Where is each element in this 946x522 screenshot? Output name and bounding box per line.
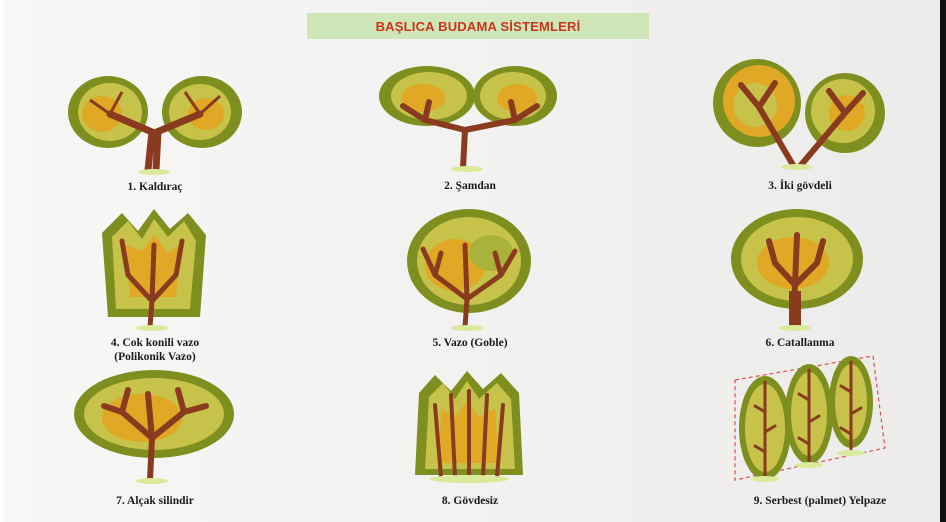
- system-4-label-line1: 4. Cok konili vazo: [111, 337, 199, 349]
- system-9: [675, 352, 925, 488]
- page-right-edge: [940, 0, 946, 522]
- branching-tree-icon: [675, 205, 925, 333]
- trunkless-tree-icon: [345, 365, 595, 487]
- system-7: [30, 368, 280, 486]
- page-title-text: BAŞLICA BUDAMA SİSTEMLERİ: [376, 19, 581, 34]
- system-2-label: 2. Şamdan: [350, 179, 590, 193]
- system-3-label: 3. İki gövdeli: [680, 179, 920, 193]
- two-crown-lever-tree-icon: [30, 62, 280, 177]
- system-8-label: 8. Gövdesiz: [350, 494, 590, 508]
- two-trunk-tree-icon: [675, 55, 925, 173]
- system-5-label: 5. Vazo (Goble): [350, 336, 590, 350]
- system-6: [675, 205, 925, 333]
- system-2: [345, 58, 595, 173]
- free-palmette-fan-tree-icon: [675, 352, 925, 488]
- system-5: [345, 205, 595, 333]
- system-4-label: 4. Cok konili vazo (Polikonik Vazo): [35, 336, 275, 364]
- vase-goblet-tree-icon: [345, 205, 595, 333]
- system-3: [675, 55, 925, 173]
- system-1-label: 1. Kaldıraç: [35, 180, 275, 194]
- system-6-label: 6. Catallanma: [680, 336, 920, 350]
- page-title: BAŞLICA BUDAMA SİSTEMLERİ: [307, 13, 649, 39]
- system-9-label: 9. Serbest (palmet) Yelpaze: [700, 494, 940, 508]
- multi-cone-vase-tree-icon: [30, 205, 280, 333]
- system-7-label: 7. Alçak silindir: [35, 494, 275, 508]
- system-4: [30, 205, 280, 333]
- low-cylinder-tree-icon: [30, 368, 280, 486]
- system-4-label-line2: (Polikonik Vazo): [114, 351, 195, 363]
- system-8: [345, 365, 595, 487]
- system-1: [30, 62, 280, 177]
- page-left-edge: [0, 0, 4, 522]
- candelabra-tree-icon: [345, 58, 595, 173]
